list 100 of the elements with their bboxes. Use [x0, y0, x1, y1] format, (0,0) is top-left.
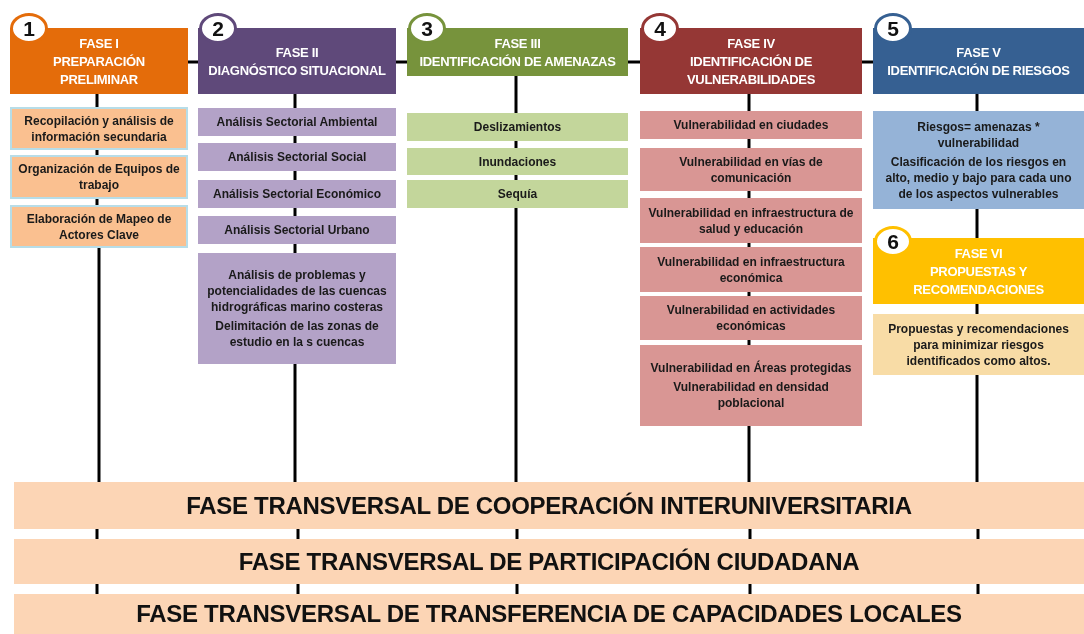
connector-line: [293, 171, 297, 180]
task-text: Propuestas y recomendaciones para minimizar riesgos identificados como altos.: [887, 320, 1070, 369]
phase-number: 3: [421, 16, 433, 41]
task-box: [198, 216, 396, 244]
connector-line: [293, 94, 297, 108]
phase-number: 6: [887, 229, 899, 254]
connector-line: [976, 529, 980, 539]
connector-line: [514, 141, 518, 148]
task-box: [640, 247, 862, 292]
connector-line: [515, 584, 519, 594]
phase-title: PROPUESTAS Y RECOMENDACIONES: [912, 263, 1045, 299]
task-text: Análisis Sectorial Económico: [212, 186, 382, 202]
phase-title: FASE II: [275, 44, 319, 62]
task-text: Organización de Equipos de trabajo: [18, 161, 180, 193]
connector-line: [95, 150, 99, 155]
connector-line: [514, 175, 518, 180]
connector-line: [293, 208, 297, 216]
band-title: FASE TRANSVERSAL DE PARTICIPACIÓN CIUDADANA: [238, 547, 860, 576]
connector-line: [293, 136, 297, 143]
task-text: Análisis Sectorial Social: [227, 149, 367, 165]
task-text: Sequía: [497, 186, 538, 202]
connector-line: [396, 60, 407, 64]
phase-title: FASE VI: [954, 245, 1003, 263]
connector-line: [975, 304, 979, 314]
connector-line: [747, 243, 751, 247]
connector-line: [748, 584, 752, 594]
connector-line: [747, 191, 751, 198]
connector-line: [975, 209, 979, 238]
phase-title: PREPARACIÓN PRELIMINAR: [52, 53, 146, 89]
task-text: Inundaciones: [478, 153, 557, 170]
task-box: [198, 143, 396, 171]
connector-line: [862, 60, 873, 64]
phase-title: IDENTIFICACIÓN DE AMENAZAS: [419, 53, 616, 71]
phase-number: 4: [654, 16, 666, 41]
transversal-band: [14, 594, 1084, 634]
band-title: FASE TRANSVERSAL DE COOPERACIÓN INTERUNIVERSITARIA: [186, 491, 912, 520]
connector-line: [95, 94, 99, 107]
phase-number: 2: [212, 16, 224, 41]
task-text: Deslizamientos: [473, 119, 562, 135]
phase-number: 1: [23, 16, 35, 41]
task-box: [640, 148, 862, 191]
connector-line: [514, 76, 518, 113]
connector-line: [748, 529, 752, 539]
task-box: [198, 108, 396, 136]
connector-line: [747, 340, 751, 345]
task-box: [873, 314, 1084, 375]
task-box: [407, 148, 628, 175]
phase-title: FASE V: [956, 44, 1001, 62]
task-text: Vulnerabilidad en infraestructura económica: [656, 253, 846, 286]
task-text: Recopilación y análisis de información secundaria: [23, 112, 175, 145]
task-box: [10, 155, 188, 199]
phase-title: IDENTIFICACIÓN DE VULNERABILIDADES: [685, 53, 817, 89]
phase-title: IDENTIFICACIÓN DE RIESGOS: [887, 62, 1070, 80]
connector-line: [95, 584, 99, 594]
task-box: [10, 107, 188, 150]
connector-line: [976, 584, 980, 594]
connector-line: [975, 375, 979, 482]
task-text: Vulnerabilidad en densidad poblacional: [672, 379, 830, 411]
connector-line: [293, 364, 297, 482]
task-box: [640, 345, 862, 426]
connector-line: [975, 94, 979, 111]
task-text: Vulnerabilidad en actividades económicas: [665, 302, 837, 334]
task-text: Vulnerabilidad en infraestructura de salud y educación: [647, 204, 855, 237]
task-text: Clasificación de los riesgos en alto, medio y bajo para cada uno de los aspectos vulnerables: [884, 153, 1073, 202]
connector-line: [628, 60, 640, 64]
phase-title: DIAGNÓSTICO SITUACIONAL: [208, 62, 386, 80]
task-text: Vulnerabilidad en vías de comunicación: [678, 153, 824, 186]
connector-line: [188, 60, 198, 64]
task-box: [407, 113, 628, 141]
task-box: [873, 111, 1084, 209]
task-text: Análisis Sectorial Ambiental: [216, 114, 378, 130]
task-text: Análisis Sectorial Urbano: [224, 222, 370, 238]
task-box: [198, 253, 396, 364]
connector-line: [95, 529, 99, 539]
phase-title: FASE I: [79, 35, 119, 53]
band-title: FASE TRANSVERSAL DE TRANSFERENCIA DE CAPACIDADES LOCALES: [136, 600, 962, 628]
task-text: Vulnerabilidad en ciudades: [673, 117, 829, 133]
phase-number: 5: [887, 16, 899, 41]
task-box: [640, 198, 862, 243]
task-box: [640, 111, 862, 139]
connector-line: [747, 94, 751, 111]
task-box: [407, 180, 628, 208]
connector-line: [747, 426, 751, 482]
connector-line: [747, 292, 751, 296]
task-text: Riesgos= amenazas * vulnerabilidad: [916, 118, 1041, 151]
task-text: Elaboración de Mapeo de Actores Clave: [25, 210, 173, 243]
phase-title: FASE III: [494, 35, 541, 53]
connector-line: [296, 584, 300, 594]
connector-line: [296, 529, 300, 539]
task-box: [198, 180, 396, 208]
connector-line: [293, 244, 297, 253]
task-text: Delimitación de las zonas de estudio en la s cuencas: [214, 318, 380, 350]
task-box: [10, 205, 188, 248]
phase-title: FASE IV: [727, 35, 775, 53]
transversal-band: [14, 539, 1084, 584]
connector-line: [97, 248, 101, 482]
transversal-band: [14, 482, 1084, 529]
task-box: [640, 296, 862, 340]
task-text: Análisis de problemas y potencialidades de las cuencas hidrográficas marino costeras: [206, 267, 388, 315]
connector-line: [747, 139, 751, 148]
